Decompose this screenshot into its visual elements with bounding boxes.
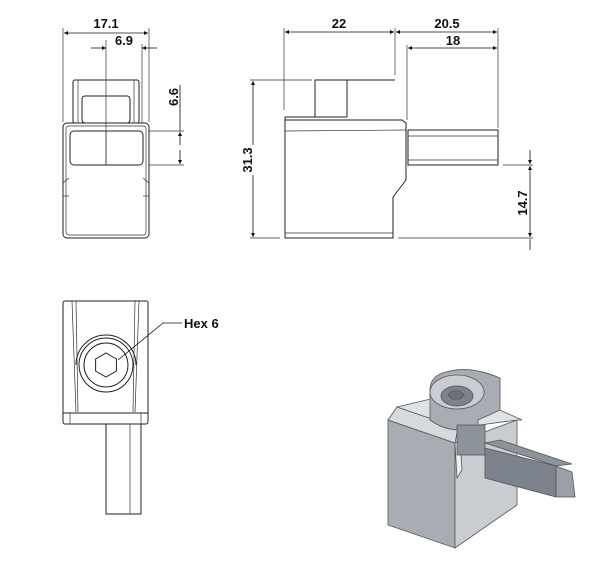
top-view: Hex 6 [62, 300, 219, 515]
dim-shaft-height: 14.7 [515, 190, 530, 215]
dim-shaft-length: 18 [446, 33, 460, 48]
hex-socket-icon [95, 352, 117, 378]
dim-body-depth: 22 [332, 16, 346, 31]
dim-shaft-total: 20.5 [434, 16, 459, 31]
dim-width: 17.1 [93, 16, 118, 31]
dim-offset: 6.9 [115, 33, 133, 48]
hex-callout: Hex 6 [184, 316, 219, 331]
front-view: 17.1 6.9 6.6 [62, 16, 184, 239]
dim-window-height: 6.6 [166, 88, 181, 106]
side-view: 22 20.5 18 31.3 14.7 [240, 16, 533, 250]
isometric-render [387, 369, 576, 549]
dim-height: 31.3 [240, 147, 255, 172]
